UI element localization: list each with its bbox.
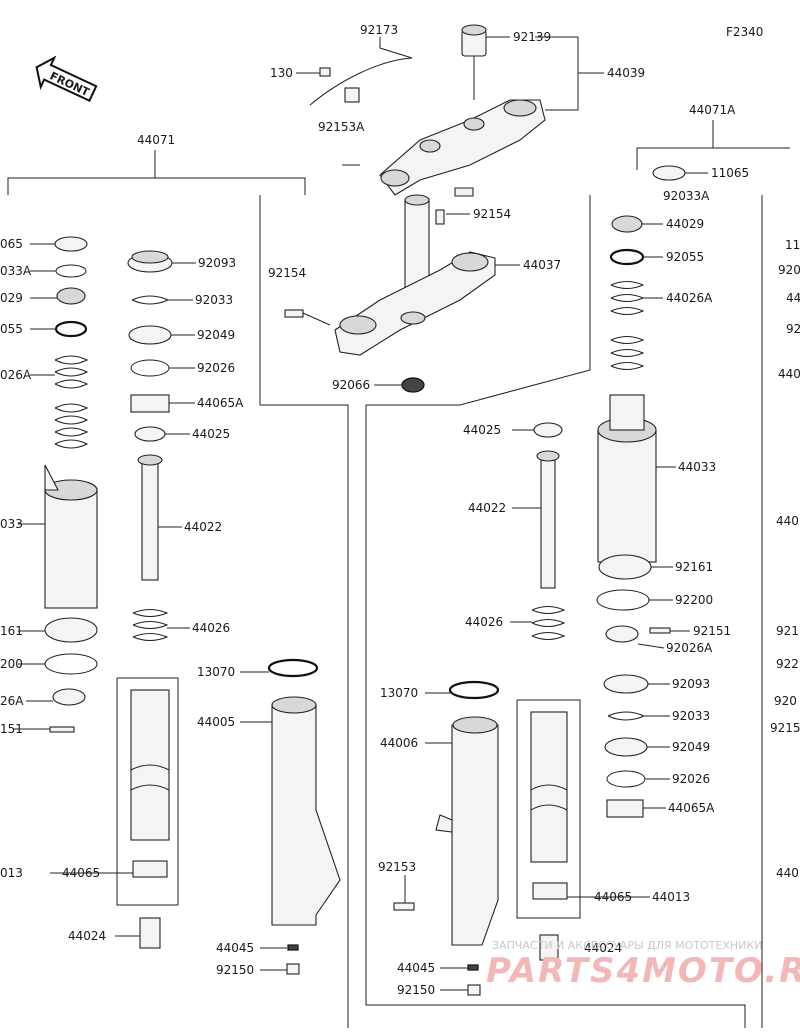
label-92049: 92049 xyxy=(197,328,235,342)
label-44006: 44006 xyxy=(380,736,418,750)
label-clip-r11: 11 xyxy=(785,238,800,252)
upper-triple-clamp xyxy=(309,24,546,197)
label-clip-055: 055 xyxy=(0,322,23,336)
label-44024-left: 44024 xyxy=(68,929,106,943)
label-44065-right: 44065 xyxy=(594,890,632,904)
label-44065-left: 44065 xyxy=(62,866,100,880)
left-outer-tube xyxy=(267,658,341,975)
label-44013-right: 44013 xyxy=(652,890,690,904)
label-92026a-right: 92026A xyxy=(666,641,713,655)
label-clip-r44: 44 xyxy=(786,291,800,305)
watermark-tagline: ЗАПЧАСТИ И АКСЕССУАРЫ ДЛЯ МОТОТЕХНИКИ xyxy=(492,939,762,952)
label-92026: 92026 xyxy=(197,361,235,375)
label-13070-left: 13070 xyxy=(197,665,235,679)
label-44039: 44039 xyxy=(607,66,645,80)
label-92033-right: 92033 xyxy=(672,709,710,723)
label-92150-right: 92150 xyxy=(397,983,435,997)
label-92153: 92153 xyxy=(378,860,416,874)
label-clip-r440c: 440 xyxy=(776,866,799,880)
label-44037: 44037 xyxy=(523,258,561,272)
label-92173: 92173 xyxy=(360,23,398,37)
label-44026-right: 44026 xyxy=(465,615,503,629)
label-clip-r920b: 920 xyxy=(774,694,797,708)
label-clip-r9215: 9215 xyxy=(770,721,800,735)
label-clip-026a: 026A xyxy=(0,368,32,382)
label-clip-r922: 922 xyxy=(776,657,799,671)
label-44029: 44029 xyxy=(666,217,704,231)
label-clip-151: 151 xyxy=(0,722,23,736)
label-clip-r440: 440 xyxy=(778,367,800,381)
label-130: 130 xyxy=(270,66,293,80)
label-clip-033: 033 xyxy=(0,517,23,531)
label-44022-left: 44022 xyxy=(184,520,222,534)
front-arrow: FRONT xyxy=(35,55,98,103)
label-44005: 44005 xyxy=(197,715,235,729)
lower-triple-clamp xyxy=(284,194,496,393)
label-44065a-right: 44065A xyxy=(668,801,715,815)
label-clip-r92: 92 xyxy=(786,322,800,336)
label-11065: 11065 xyxy=(711,166,749,180)
label-clip-r920: 920 xyxy=(778,263,800,277)
label-clip-029: 029 xyxy=(0,291,23,305)
label-clip-26a: 26A xyxy=(0,694,24,708)
label-44071: 44071 xyxy=(137,133,175,147)
label-44071a: 44071A xyxy=(689,103,736,117)
label-92200-right: 92200 xyxy=(675,593,713,607)
label-92026-right: 92026 xyxy=(672,772,710,786)
label-clip-161: 161 xyxy=(0,624,23,638)
label-44033-right: 44033 xyxy=(678,460,716,474)
left-partial-column xyxy=(44,236,98,733)
figure-code: F2340 xyxy=(726,25,763,39)
label-92055: 92055 xyxy=(666,250,704,264)
label-92139: 92139 xyxy=(513,30,551,44)
label-92153a: 92153A xyxy=(318,120,365,134)
label-clip-r440b: 440 xyxy=(776,514,799,528)
label-92154-upper: 92154 xyxy=(473,207,511,221)
label-clip-065: 065 xyxy=(0,237,23,251)
watermark: ЗАПЧАСТИ И АКСЕССУАРЫ ДЛЯ МОТОТЕХНИКИ PA… xyxy=(486,939,800,991)
label-92151-right: 92151 xyxy=(693,624,731,638)
label-44026a: 44026A xyxy=(666,291,713,305)
label-clip-033a: 033A xyxy=(0,264,32,278)
label-44022-right: 44022 xyxy=(468,501,506,515)
label-92033: 92033 xyxy=(195,293,233,307)
label-clip-r921: 921 xyxy=(776,624,799,638)
label-92066: 92066 xyxy=(332,378,370,392)
label-92150-left: 92150 xyxy=(216,963,254,977)
label-44024-right: 44024 xyxy=(584,941,622,955)
label-92049-right: 92049 xyxy=(672,740,710,754)
label-13070-right: 13070 xyxy=(380,686,418,700)
right-outer-tube xyxy=(393,680,500,996)
label-clip-200: 200 xyxy=(0,657,23,671)
label-44025-left: 44025 xyxy=(192,427,230,441)
left-damper-column xyxy=(127,250,173,949)
right-damper-column xyxy=(530,422,568,961)
label-92033a: 92033A xyxy=(663,189,710,203)
label-44013-left: 013 xyxy=(0,866,23,880)
label-92093: 92093 xyxy=(198,256,236,270)
label-44025-right: 44025 xyxy=(463,423,501,437)
label-92161-right: 92161 xyxy=(675,560,713,574)
watermark-brand: PARTS4MOTO.RU xyxy=(486,951,800,991)
label-92154-lower: 92154 xyxy=(268,266,306,280)
label-92093-right: 92093 xyxy=(672,677,710,691)
label-44065a: 44065A xyxy=(197,396,244,410)
label-44045-right: 44045 xyxy=(397,961,435,975)
label-44026-left: 44026 xyxy=(192,621,230,635)
part-labels: 92173 130 92139 44039 92153A 44071 44071… xyxy=(0,23,800,997)
label-44045-left: 44045 xyxy=(216,941,254,955)
leader-lines xyxy=(14,36,708,991)
